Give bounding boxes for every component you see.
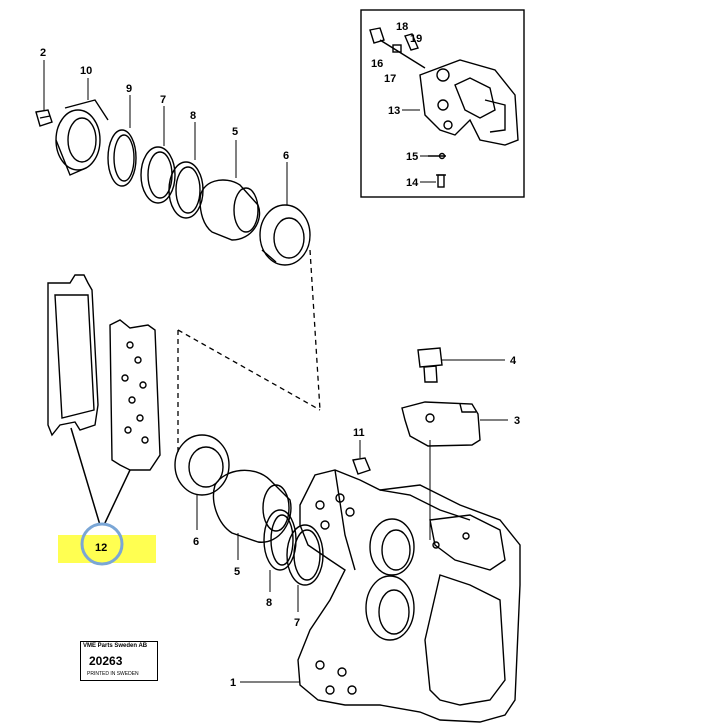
callout-16: 16 xyxy=(371,58,383,70)
callout-18: 18 xyxy=(396,21,408,33)
callout-6-top: 6 xyxy=(283,150,289,162)
inset-frame xyxy=(360,9,525,198)
inset-caliper xyxy=(419,59,519,146)
callout-15: 15 xyxy=(406,151,418,163)
bolt-2 xyxy=(35,60,53,127)
piston-5-top xyxy=(199,140,261,241)
caliper-housing-1 xyxy=(240,469,521,723)
dust-boot-6-bottom xyxy=(174,434,230,530)
seal-ring-7-top xyxy=(140,106,176,204)
callout-10: 10 xyxy=(80,65,92,77)
callout-8-bottom: 8 xyxy=(266,597,272,609)
piston-5-bottom xyxy=(212,469,292,560)
callout-5-bottom: 5 xyxy=(234,566,240,578)
stamp-number: 20263 xyxy=(89,654,123,668)
callout-11: 11 xyxy=(353,427,365,439)
inset-pin-parts xyxy=(428,152,446,188)
highlight-marker xyxy=(58,535,156,563)
callout-7-bottom: 7 xyxy=(294,617,300,629)
plate-3 xyxy=(401,401,508,447)
callout-13: 13 xyxy=(388,105,400,117)
callout-5-top: 5 xyxy=(232,126,238,138)
callout-12: 12 xyxy=(95,542,107,554)
callout-1: 1 xyxy=(230,677,236,689)
bleeder-11 xyxy=(352,440,371,475)
callout-19: 19 xyxy=(410,33,422,45)
callout-2: 2 xyxy=(40,47,46,59)
callout-14: 14 xyxy=(406,177,419,189)
callout-4: 4 xyxy=(510,355,517,367)
callout-3: 3 xyxy=(514,415,520,427)
stamp-printed: PRINTED IN SWEDEN xyxy=(87,671,139,677)
callout-6-bottom: 6 xyxy=(193,536,199,548)
seal-ring-8-top xyxy=(168,122,204,219)
brake-pad-friction xyxy=(109,319,161,471)
highlight-circle xyxy=(80,522,124,566)
callout-9: 9 xyxy=(126,83,132,95)
seal-ring-9 xyxy=(107,95,137,187)
dust-cover-10 xyxy=(55,78,109,176)
dust-boot-6-top xyxy=(259,162,311,266)
callout-17: 17 xyxy=(384,73,396,85)
seal-ring-8-bottom xyxy=(263,509,297,592)
bolt-4 xyxy=(417,347,505,383)
inset-bleeder-parts xyxy=(369,27,426,69)
callout-8-top: 8 xyxy=(190,110,196,122)
parts-stamp: VME Parts Sweden AB 20263 PRINTED IN SWE… xyxy=(80,641,158,681)
stamp-company: VME Parts Sweden AB xyxy=(83,643,148,649)
callout-7-top: 7 xyxy=(160,94,166,106)
brake-pad-backing xyxy=(47,274,99,437)
